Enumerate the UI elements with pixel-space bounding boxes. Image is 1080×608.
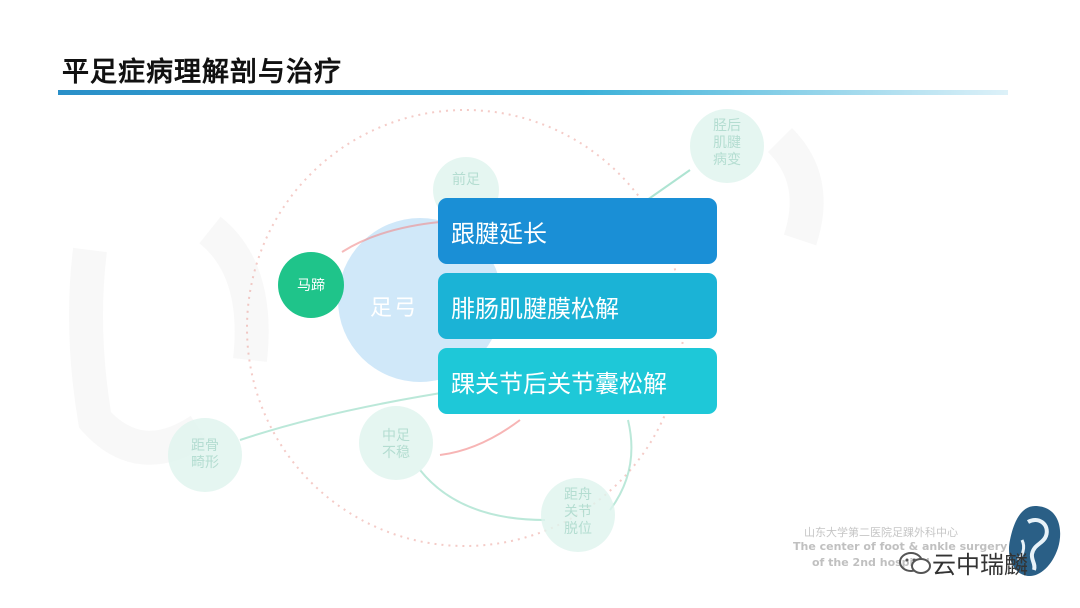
brand-signature: 云中瑞麟 <box>898 545 1028 580</box>
node-talonavicular: 距舟关节脱位 <box>564 487 592 537</box>
node-calcaneus: 距骨畸形 <box>191 438 219 471</box>
node-midfoot: 中足不稳 <box>382 428 410 461</box>
arrow-to-calcaneus <box>239 389 461 441</box>
page-title: 平足症病理解剖与治疗 <box>62 57 342 88</box>
treatment-label-3: 踝关节后关节囊松解 <box>451 369 667 398</box>
arrow-from-talonavicular <box>609 419 633 511</box>
node-horse-hoof: 马蹄 <box>278 252 344 318</box>
treatment-box-2: 腓肠肌腱膜松解 <box>438 273 717 339</box>
treatment-box-1: 跟腱延长 <box>438 198 717 264</box>
hospital-logo <box>1008 506 1061 576</box>
brand-name: 云中瑞麟 <box>932 551 1028 579</box>
center-label: 足弓 <box>370 296 419 321</box>
node-forefoot: 前足 <box>452 172 480 188</box>
watermark-en-1: The center of foot & ankle surgery <box>793 540 1008 553</box>
wechat-icon <box>899 551 931 574</box>
node-horse-hoof-label: 马蹄 <box>297 278 325 294</box>
arrow-to-midfoot <box>439 419 521 456</box>
treatment-label-2: 腓肠肌腱膜松解 <box>451 294 619 323</box>
treatment-box-3: 踝关节后关节囊松解 <box>438 348 717 414</box>
arrow-to-hoof <box>341 221 441 253</box>
node-posterior-tibialis: 胫后肌腱病变 <box>713 118 741 168</box>
watermark-cn: 山东大学第二医院足踝外科中心 <box>804 526 958 539</box>
treatment-label-1: 跟腱延长 <box>451 219 547 248</box>
title-underline <box>58 90 1008 95</box>
arrow-to-talonavicular <box>419 469 546 521</box>
